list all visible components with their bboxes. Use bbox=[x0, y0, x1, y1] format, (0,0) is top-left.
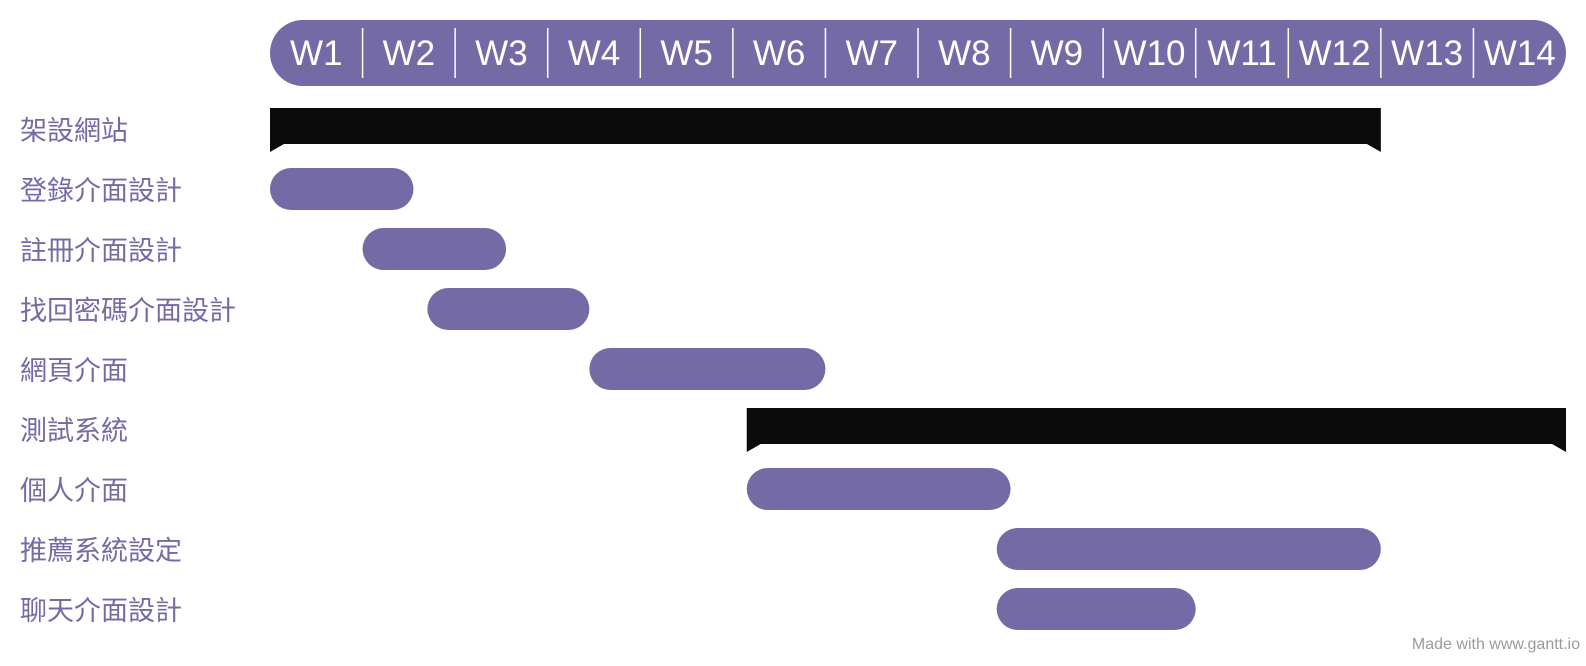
task-label: 架設網站 bbox=[20, 116, 128, 147]
task-bar[interactable] bbox=[996, 588, 1196, 630]
week-label: W6 bbox=[753, 34, 806, 73]
week-label: W2 bbox=[383, 34, 436, 73]
week-label: W13 bbox=[1391, 34, 1463, 73]
group-bar[interactable] bbox=[746, 408, 1566, 452]
week-label: W8 bbox=[938, 34, 991, 73]
task-label: 測試系統 bbox=[20, 416, 128, 447]
week-label: W7 bbox=[845, 34, 898, 73]
task-label: 找回密碼介面設計 bbox=[20, 296, 236, 327]
task-bar[interactable] bbox=[589, 348, 826, 390]
task-bar[interactable] bbox=[270, 168, 414, 210]
week-label: W14 bbox=[1484, 34, 1556, 73]
week-label: W12 bbox=[1299, 34, 1371, 73]
task-bar[interactable] bbox=[362, 228, 507, 270]
task-label: 推薦系統設定 bbox=[20, 536, 182, 567]
week-label: W5 bbox=[660, 34, 713, 73]
week-label: W9 bbox=[1031, 34, 1084, 73]
task-label: 註冊介面設計 bbox=[20, 236, 182, 267]
week-label: W1 bbox=[290, 34, 343, 73]
task-label: 聊天介面設計 bbox=[20, 596, 182, 627]
task-label: 個人介面 bbox=[20, 476, 128, 507]
task-label: 登錄介面設計 bbox=[20, 176, 182, 207]
task-bar[interactable] bbox=[996, 528, 1381, 570]
week-label: W4 bbox=[568, 34, 621, 73]
task-bar[interactable] bbox=[746, 468, 1011, 510]
task-label: 網頁介面 bbox=[20, 356, 128, 387]
week-label: W3 bbox=[475, 34, 528, 73]
week-label: W10 bbox=[1113, 34, 1185, 73]
task-bar[interactable] bbox=[427, 288, 590, 330]
week-label: W11 bbox=[1207, 34, 1276, 73]
group-bar[interactable] bbox=[270, 108, 1381, 152]
made-with-credit[interactable]: Made with www.gantt.io bbox=[1411, 636, 1580, 653]
